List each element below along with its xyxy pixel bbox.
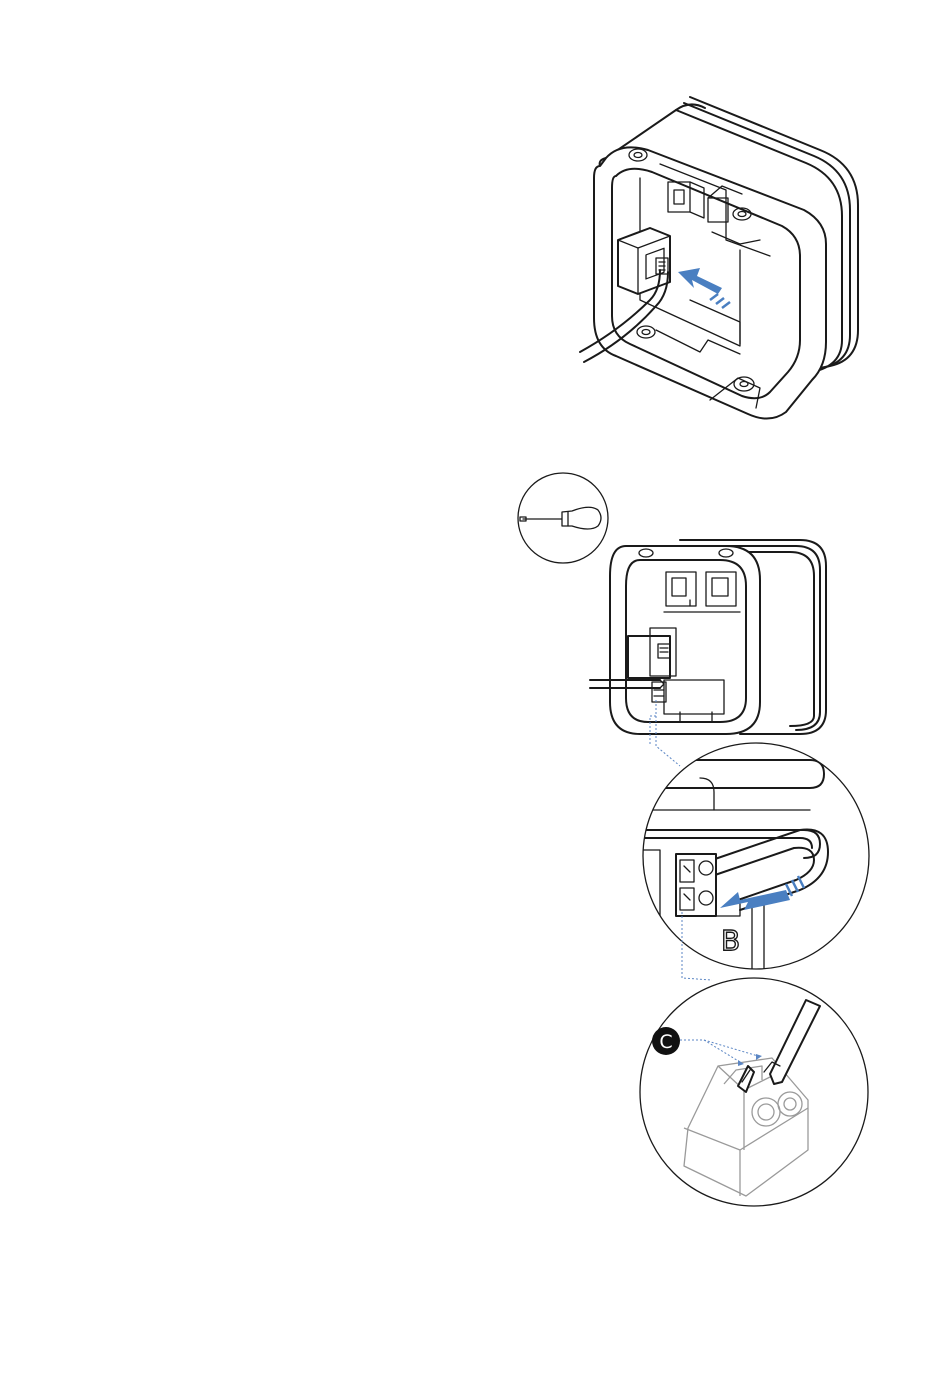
guide-line-c: [682, 912, 712, 980]
connector-module: [618, 228, 670, 294]
connector-module: [628, 628, 676, 678]
detail-circle-c: C: [640, 978, 868, 1206]
terminal-block: [676, 854, 740, 916]
callout-letter-c: C: [659, 1031, 672, 1053]
arrow-icon: [720, 876, 804, 910]
detail-circle-b: B: [640, 743, 869, 970]
figure-1-housing-install: [580, 97, 858, 419]
screwdriver-icon: [520, 507, 601, 529]
callout-letter-b: B: [721, 924, 740, 957]
screwdriver-callout: [518, 473, 608, 563]
figure-2-housing-front: [590, 540, 826, 734]
callout-badge-c: C: [652, 1027, 680, 1055]
